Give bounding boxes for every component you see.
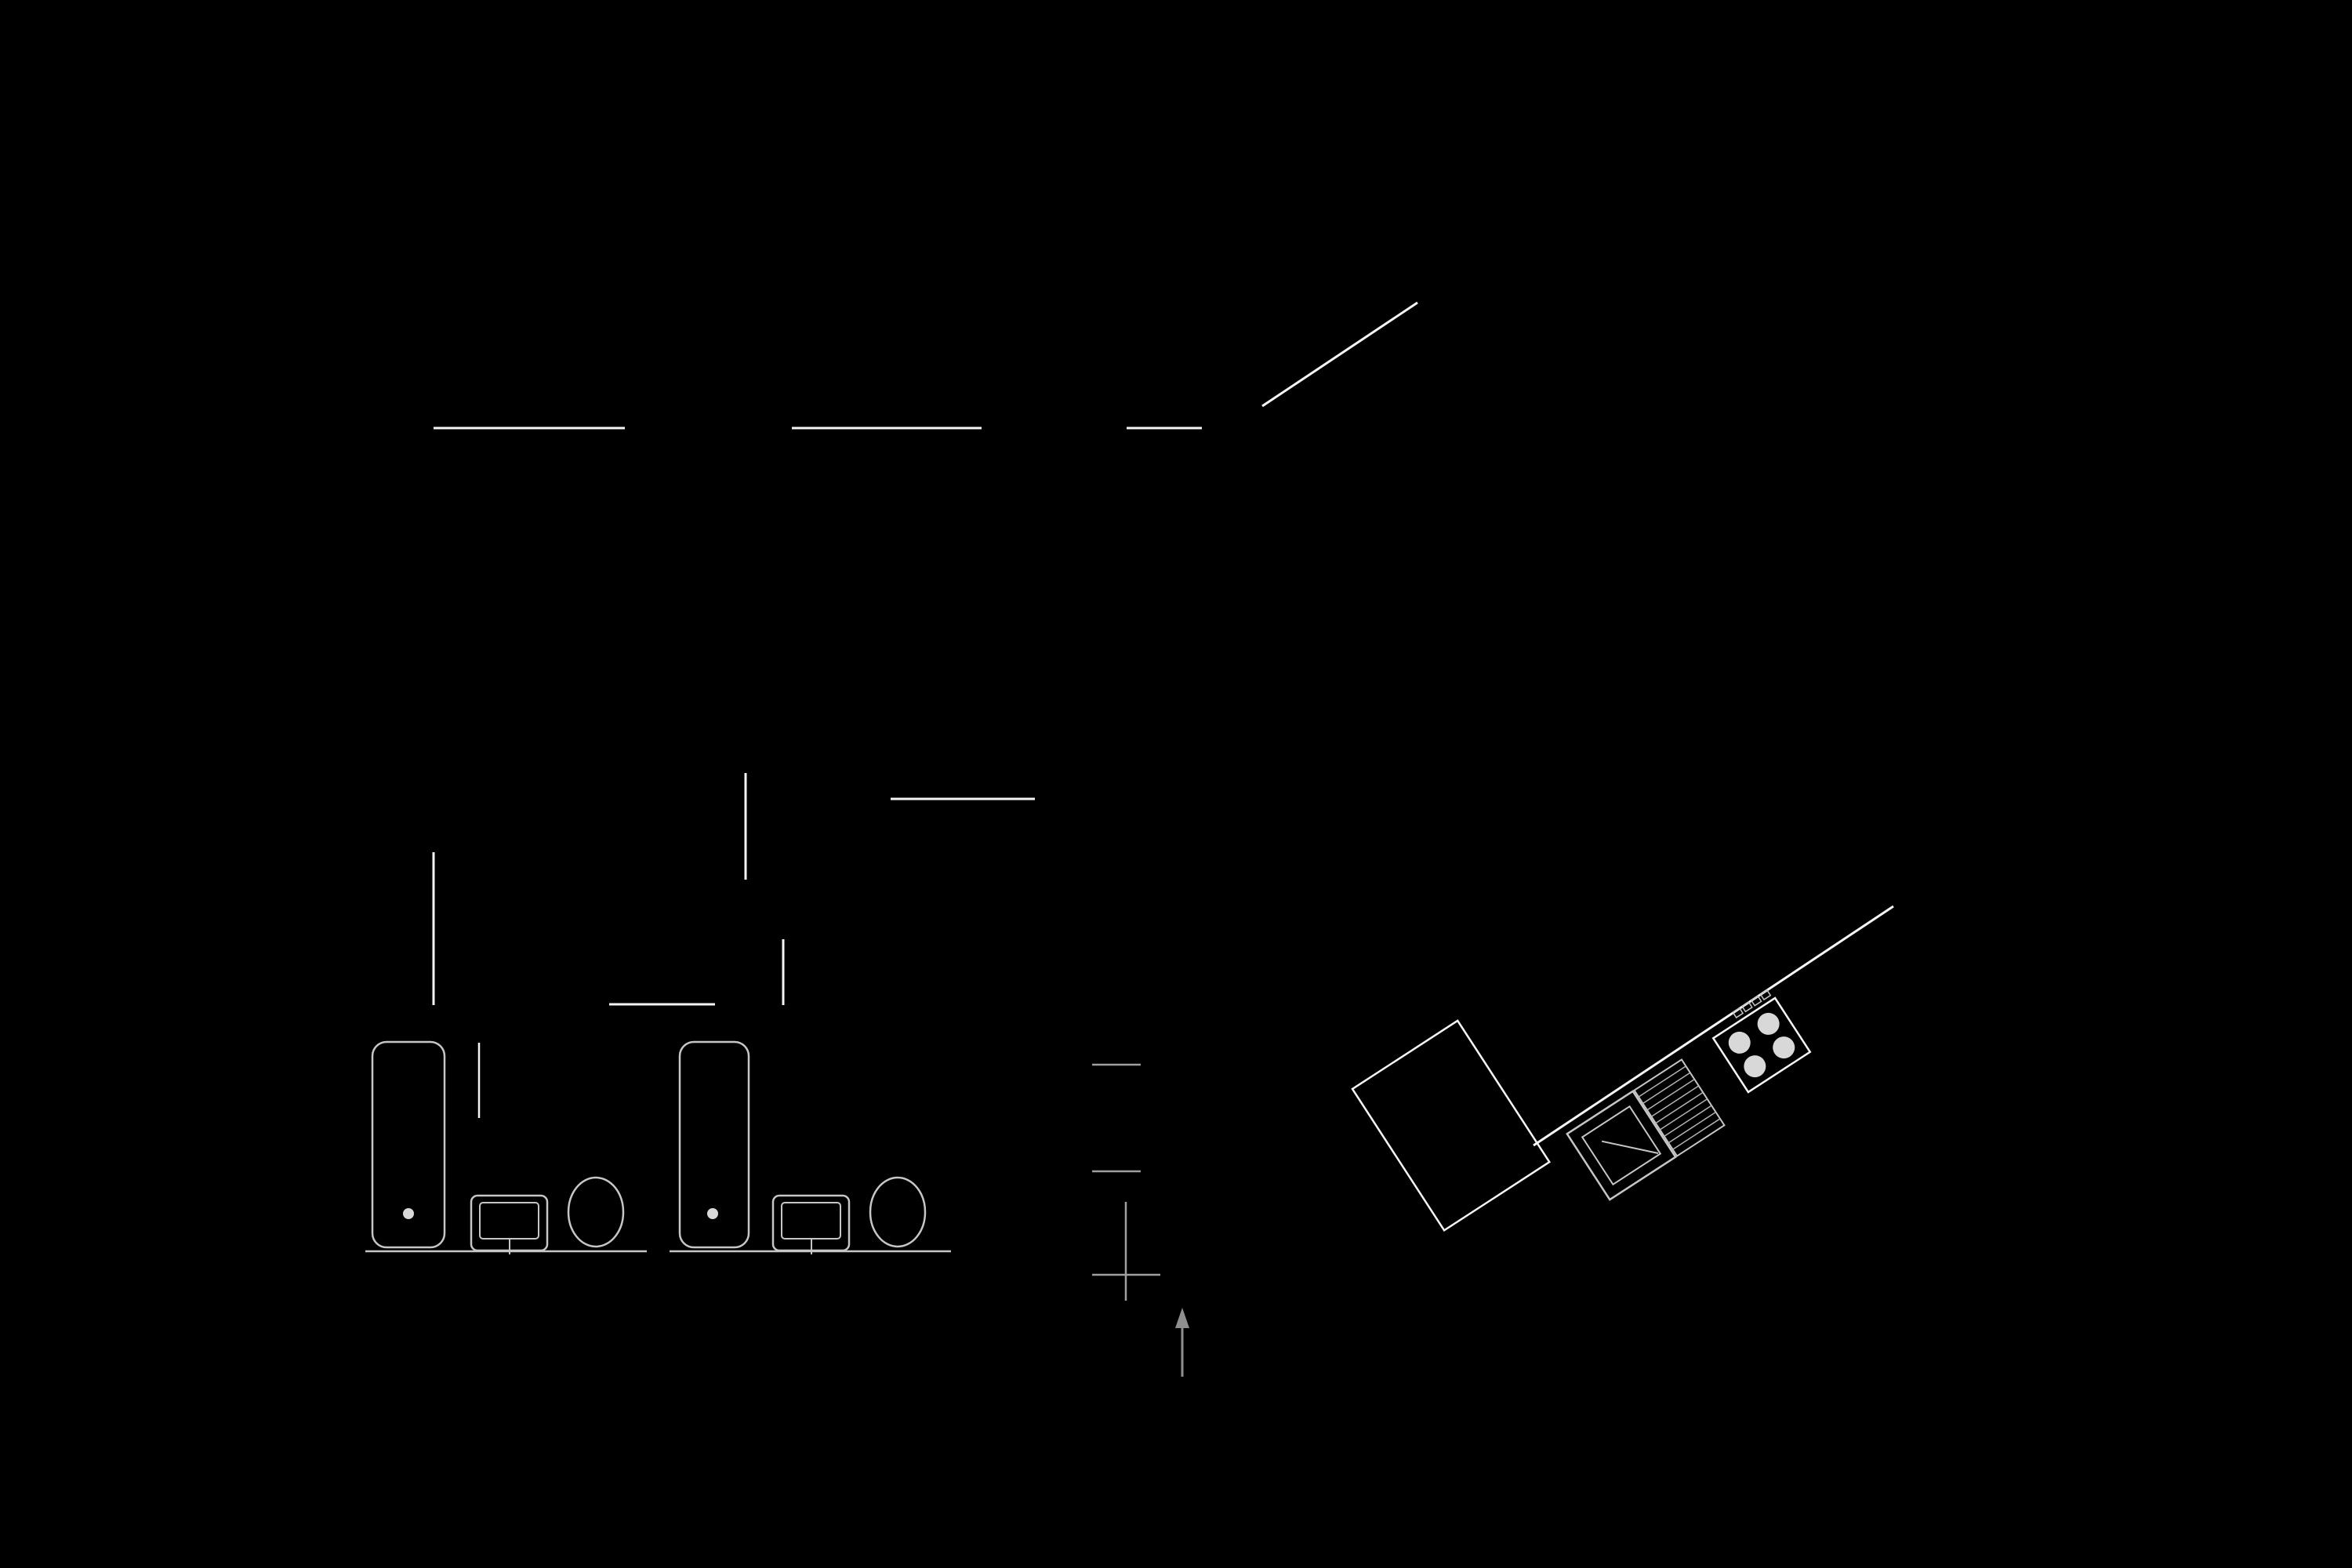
stove-knob — [1759, 989, 1772, 1001]
kitchen-sink-faucet-line — [1601, 1140, 1659, 1154]
drainboard-hatch-line — [1655, 1091, 1704, 1124]
kitchen-counter-outline — [1351, 1019, 1552, 1232]
kitchen-sink — [1566, 1090, 1677, 1201]
sink-2-basin — [781, 1202, 841, 1240]
north-arrow — [1175, 1308, 1189, 1377]
toilet-1 — [567, 1176, 625, 1248]
drainboard-hatch-line — [1664, 1105, 1712, 1138]
bathroom-2 — [670, 1040, 951, 1254]
north-arrow-head — [1175, 1308, 1189, 1328]
kitchen-sink-basin — [1581, 1105, 1662, 1186]
drainboard-hatch-line — [1642, 1072, 1691, 1105]
bathtub-1-drain — [403, 1208, 414, 1219]
stove-knob — [1750, 995, 1762, 1007]
stove-knob — [1732, 1007, 1744, 1018]
bathtub-2 — [678, 1040, 750, 1249]
kitchen-wall-diagonal — [1533, 905, 1894, 1147]
bathroom-1 — [365, 1040, 647, 1254]
drainboard-hatch-line — [1672, 1118, 1721, 1150]
stove-burner — [1744, 1055, 1766, 1078]
kitchen-stove — [1711, 989, 1812, 1094]
stove-knob — [1741, 1001, 1753, 1013]
kitchen-sink-outer — [1566, 1090, 1677, 1201]
section-marks — [1092, 1063, 1160, 1301]
stove-burner — [1757, 1012, 1780, 1035]
toilet-2 — [869, 1176, 927, 1248]
kitchen — [1351, 905, 1894, 1232]
drainboard-hatch-line — [1646, 1078, 1695, 1111]
kitchen-counter — [1351, 1019, 1552, 1232]
sink-1-basin — [479, 1202, 539, 1240]
drainboard-outline — [1633, 1058, 1726, 1157]
stove-burner — [1728, 1031, 1751, 1054]
drainboard-hatch-line — [1668, 1111, 1716, 1144]
drainboard-hatch-line — [1638, 1065, 1686, 1098]
bathtub-2-drain — [707, 1208, 718, 1219]
stove-burner — [1773, 1036, 1795, 1059]
wall-diagonal-top — [1261, 301, 1418, 408]
stove-outline — [1711, 996, 1812, 1094]
wall-lines — [432, 301, 1418, 1118]
drainboard-hatch-line — [1650, 1085, 1700, 1117]
kitchen-drainboard — [1633, 1058, 1726, 1157]
bathtub-1 — [371, 1040, 446, 1249]
drainboard-hatch-line — [1659, 1098, 1708, 1131]
